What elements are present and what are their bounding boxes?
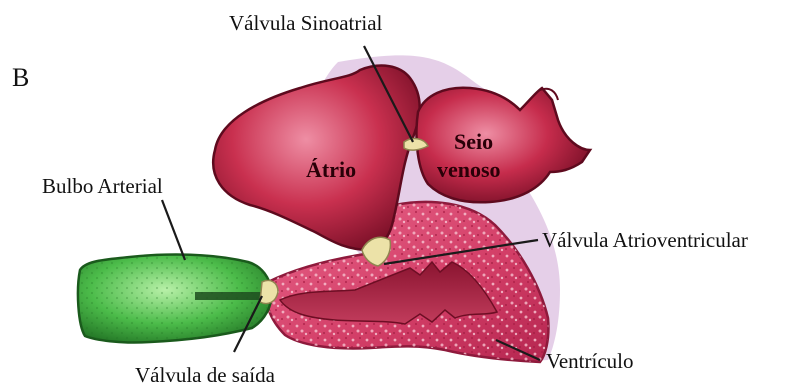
label-valvula-de-saida: Válvula de saída — [135, 363, 276, 387]
label-ventriculo: Ventrículo — [546, 349, 633, 373]
seio-label-line1: Seio — [454, 129, 493, 154]
leader-bulbo — [162, 200, 185, 260]
panel-letter: B — [12, 63, 29, 92]
atrio-label: Átrio — [306, 157, 356, 182]
seio-label-line2: venoso — [437, 157, 501, 182]
label-bulbo-arterial: Bulbo Arterial — [42, 174, 163, 198]
bulbus-arteriosus — [78, 255, 272, 343]
label-valvula-atrioventricular: Válvula Atrioventricular — [542, 228, 748, 252]
label-valvula-sinoatrial: Válvula Sinoatrial — [229, 11, 383, 35]
sinus-venosus — [416, 88, 590, 203]
